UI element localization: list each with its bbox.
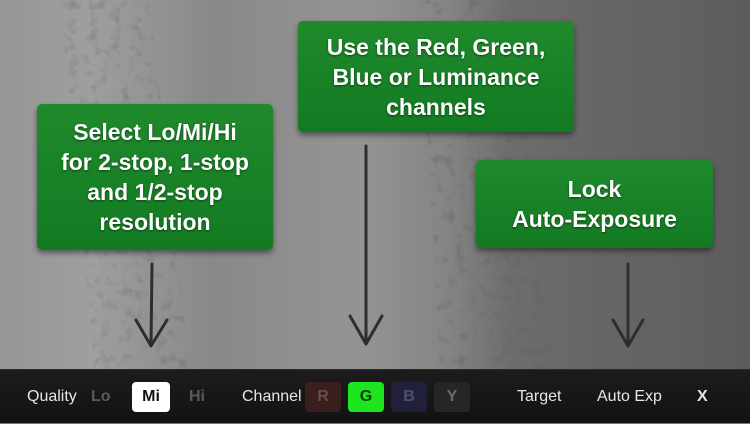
quality-callout-text: Select Lo/Mi/Hi for 2-stop, 1-stop and 1… (61, 119, 249, 235)
channel-callout-text: Use the Red, Green, Blue or Luminance ch… (326, 33, 546, 120)
target-button[interactable]: Target (517, 388, 562, 405)
channel-y-button[interactable]: Y (434, 382, 470, 412)
auto-exp-button[interactable]: Auto Exp (597, 388, 662, 405)
quality-mi-button[interactable]: Mi (132, 382, 170, 412)
lock-callout: Lock Auto-Exposure (476, 160, 713, 248)
arrow-down-icon (134, 262, 169, 348)
bottom-toolbar: Quality Lo Mi Hi Channel R G B Y Target … (0, 369, 750, 423)
quality-callout: Select Lo/Mi/Hi for 2-stop, 1-stop and 1… (37, 104, 273, 250)
channel-label: Channel (242, 388, 302, 405)
lock-callout-text: Lock Auto-Exposure (512, 176, 677, 232)
quality-hi-button[interactable]: Hi (189, 388, 205, 405)
arrow-down-icon (611, 262, 645, 348)
arrow-down-icon (348, 144, 384, 346)
channel-g-button[interactable]: G (348, 382, 384, 412)
channel-callout: Use the Red, Green, Blue or Luminance ch… (298, 21, 574, 132)
channel-b-button[interactable]: B (391, 382, 427, 412)
close-button[interactable]: X (697, 388, 708, 405)
channel-r-button[interactable]: R (305, 382, 341, 412)
quality-label: Quality (27, 388, 77, 405)
quality-lo-button[interactable]: Lo (91, 388, 111, 405)
